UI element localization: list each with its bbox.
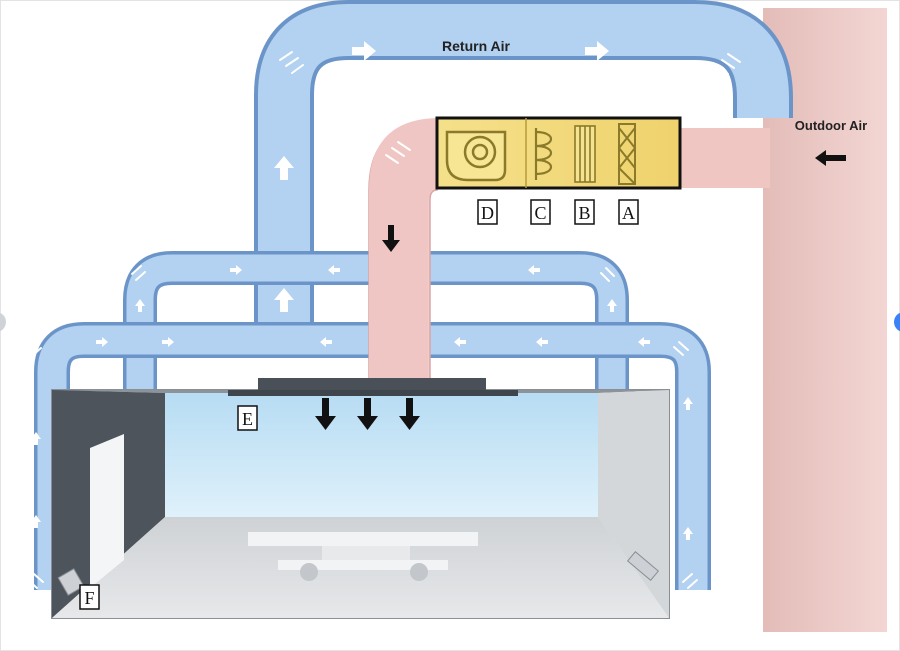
arrow-left-icon — [320, 337, 332, 347]
label-e: E — [242, 409, 253, 429]
arrow-right-icon — [230, 265, 242, 275]
label-e-box — [237, 405, 258, 431]
arrow-up-icon — [607, 299, 617, 312]
arrow-left-icon — [638, 337, 650, 347]
room-furniture — [248, 532, 478, 581]
arrow-up-icon — [683, 527, 693, 540]
duct-bend-marks — [27, 51, 741, 589]
filter-icon — [574, 125, 596, 183]
arrow-down-icon — [382, 225, 400, 252]
supply-arrows — [315, 225, 420, 430]
arrow-left-icon — [528, 265, 540, 275]
arrow-up-icon — [683, 397, 693, 410]
arrow-right-icon — [96, 337, 108, 347]
arrow-left-icon — [536, 337, 548, 347]
label-b: B — [578, 203, 590, 223]
room — [51, 389, 670, 619]
arrow-up-icon — [31, 515, 41, 528]
outdoor-air-arrow-icon — [815, 150, 846, 166]
room-right-wall — [598, 390, 669, 618]
label-b-box — [574, 199, 595, 225]
coil-icon — [534, 128, 553, 180]
arrow-left-icon — [328, 265, 340, 275]
arrow-right-icon — [585, 41, 609, 61]
label-c-box — [530, 199, 551, 225]
room-grille-right — [626, 551, 660, 581]
scroll-handle-right[interactable] — [894, 312, 900, 332]
arrow-down-icon — [357, 398, 378, 430]
arrow-right-icon — [352, 41, 376, 61]
label-c: C — [534, 203, 546, 223]
label-a: A — [622, 203, 635, 223]
label-f: F — [84, 588, 94, 608]
arrow-up-icon — [31, 432, 41, 445]
supply-diffuser — [258, 378, 486, 392]
return-air-label: Return Air — [442, 38, 510, 54]
label-d: D — [481, 203, 494, 223]
arrow-up-icon — [274, 156, 294, 180]
room-grille-left — [57, 568, 85, 596]
damper-icon — [617, 123, 637, 185]
arrow-up-icon — [135, 299, 145, 312]
label-d-box — [477, 199, 498, 225]
supply-air-duct — [368, 118, 440, 385]
fan-icon — [445, 130, 507, 182]
arrow-up-icon — [274, 288, 294, 312]
arrow-down-icon — [315, 398, 336, 430]
air-handling-unit — [435, 116, 682, 190]
room-door — [90, 434, 124, 588]
arrow-down-icon — [399, 398, 420, 430]
component-labels: D C B A E F — [79, 199, 639, 610]
outdoor-air-intake — [680, 128, 770, 188]
return-arrows — [31, 41, 693, 540]
outdoor-air-label: Outdoor Air — [795, 118, 867, 133]
arrow-right-icon — [162, 337, 174, 347]
label-f-box — [79, 584, 100, 610]
arrow-left-icon — [454, 337, 466, 347]
scroll-handle-left[interactable] — [0, 312, 6, 332]
label-a-box — [618, 199, 639, 225]
